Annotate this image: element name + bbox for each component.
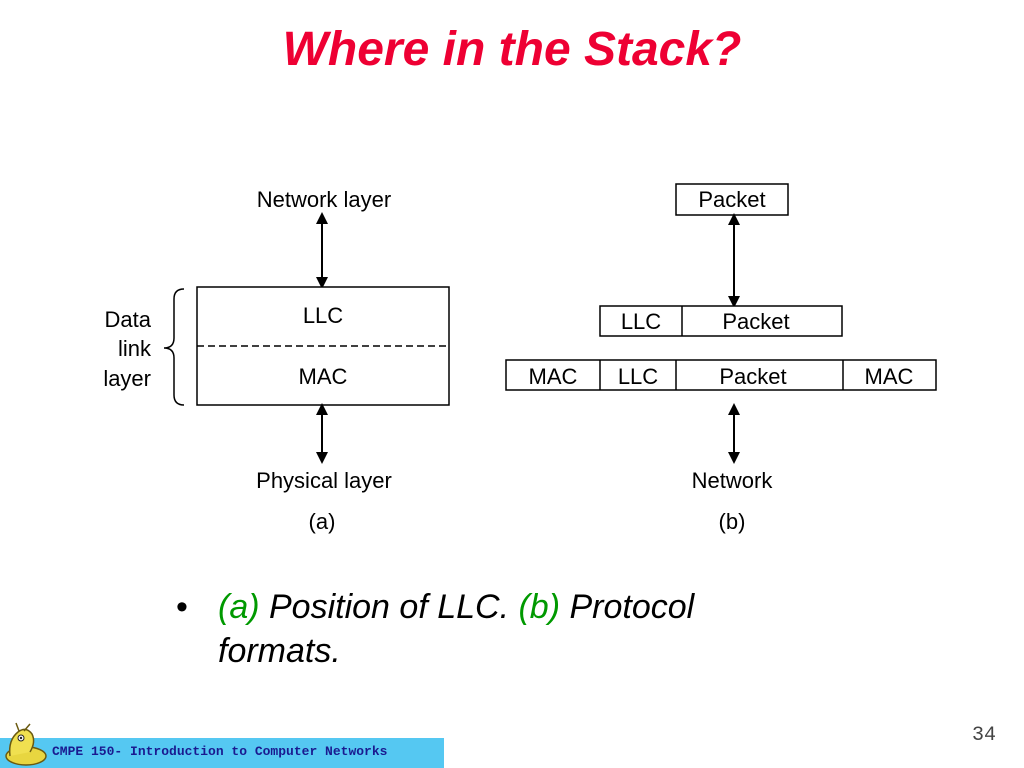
physical-layer-label: Physical layer bbox=[256, 468, 392, 493]
llc-frame-packet-field: Packet bbox=[722, 309, 789, 334]
mac-frame bbox=[505, 359, 937, 391]
diagram-b: Packet LLC Packet MAC LLC Packet MAC Net… bbox=[505, 183, 937, 534]
llc-sublayer-label: LLC bbox=[303, 303, 343, 328]
slide-title: Where in the Stack? bbox=[282, 23, 742, 76]
slug-logo-icon bbox=[5, 722, 47, 766]
diagram-a: Network layer LLC MAC Data link layer Ph… bbox=[103, 187, 450, 534]
footer-bar bbox=[0, 738, 444, 768]
mac-frame-mac-header: MAC bbox=[529, 364, 578, 389]
bracket-label-line-1: Data bbox=[105, 307, 152, 332]
caption-position-of-llc: Position of LLC. bbox=[259, 588, 519, 626]
data-link-brace bbox=[163, 288, 185, 406]
bracket-label-line-3: layer bbox=[103, 366, 151, 391]
network-layer-label: Network layer bbox=[257, 187, 391, 212]
figure-caption-bullet: • (a) Position of LLC. (b) Protocol form… bbox=[176, 585, 816, 673]
page-number: 34 bbox=[971, 724, 996, 747]
caption-text: (a) Position of LLC. (b) Protocol format… bbox=[218, 585, 816, 673]
packet-box bbox=[675, 183, 789, 216]
footer-course-title: CMPE 150- Introduction to Computer Netwo… bbox=[52, 744, 388, 759]
diagram-a-caption: (a) bbox=[309, 509, 336, 534]
llc-frame bbox=[599, 305, 843, 337]
bracket-label-line-2: link bbox=[118, 336, 152, 361]
mac-frame-packet-field: Packet bbox=[719, 364, 786, 389]
caption-part-b: (b) bbox=[518, 588, 561, 626]
mac-frame-llc-field: LLC bbox=[618, 364, 658, 389]
caption-protocol-formats: Protocol formats. bbox=[218, 588, 695, 670]
diagram-b-caption: (b) bbox=[719, 509, 746, 534]
mac-frame-mac-trailer: MAC bbox=[865, 364, 914, 389]
llc-frame-llc-field: LLC bbox=[621, 309, 661, 334]
caption-part-a: (a) bbox=[218, 588, 260, 626]
network-label: Network bbox=[692, 468, 774, 493]
packet-box-label: Packet bbox=[698, 187, 765, 212]
mac-sublayer-label: MAC bbox=[299, 364, 348, 389]
bullet-dot: • bbox=[176, 588, 188, 626]
